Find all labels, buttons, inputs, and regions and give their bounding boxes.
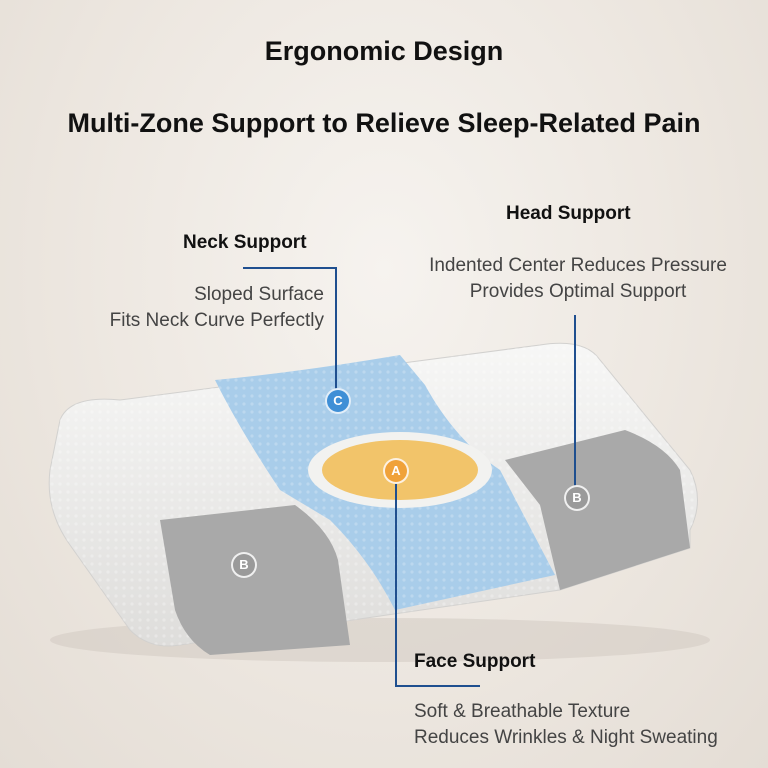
face-support-line1: Soft & Breathable Texture (414, 701, 631, 722)
head-support-line1: Indented Center Reduces Pressure (429, 255, 727, 276)
head-support-heading: Head Support (506, 203, 631, 224)
face-support-line2: Reduces Wrinkles & Night Sweating (414, 727, 718, 748)
left-gray-zone (160, 505, 350, 655)
badge-b-right: B (564, 485, 590, 511)
neck-leader-line (243, 267, 337, 392)
page-title: Ergonomic Design (264, 36, 504, 66)
neck-support-heading: Neck Support (183, 232, 307, 253)
head-support-line2: Provides Optimal Support (469, 281, 687, 302)
face-leader-line (395, 478, 480, 687)
badge-a: A (383, 458, 409, 484)
neck-support-line1: Sloped Surface (194, 284, 324, 305)
badge-b-left: B (231, 552, 257, 578)
right-gray-zone (505, 430, 690, 590)
badge-c: C (325, 388, 351, 414)
page-subtitle: Multi-Zone Support to Relieve Sleep-Rela… (67, 108, 701, 138)
face-support-description: Soft & Breathable Texture Reduces Wrinkl… (414, 699, 764, 751)
neck-support-description: Sloped Surface Fits Neck Curve Perfectly (60, 282, 324, 334)
face-support-heading: Face Support (414, 651, 536, 672)
neck-support-line2: Fits Neck Curve Perfectly (109, 310, 324, 331)
head-support-description: Indented Center Reduces Pressure Provide… (400, 253, 756, 305)
